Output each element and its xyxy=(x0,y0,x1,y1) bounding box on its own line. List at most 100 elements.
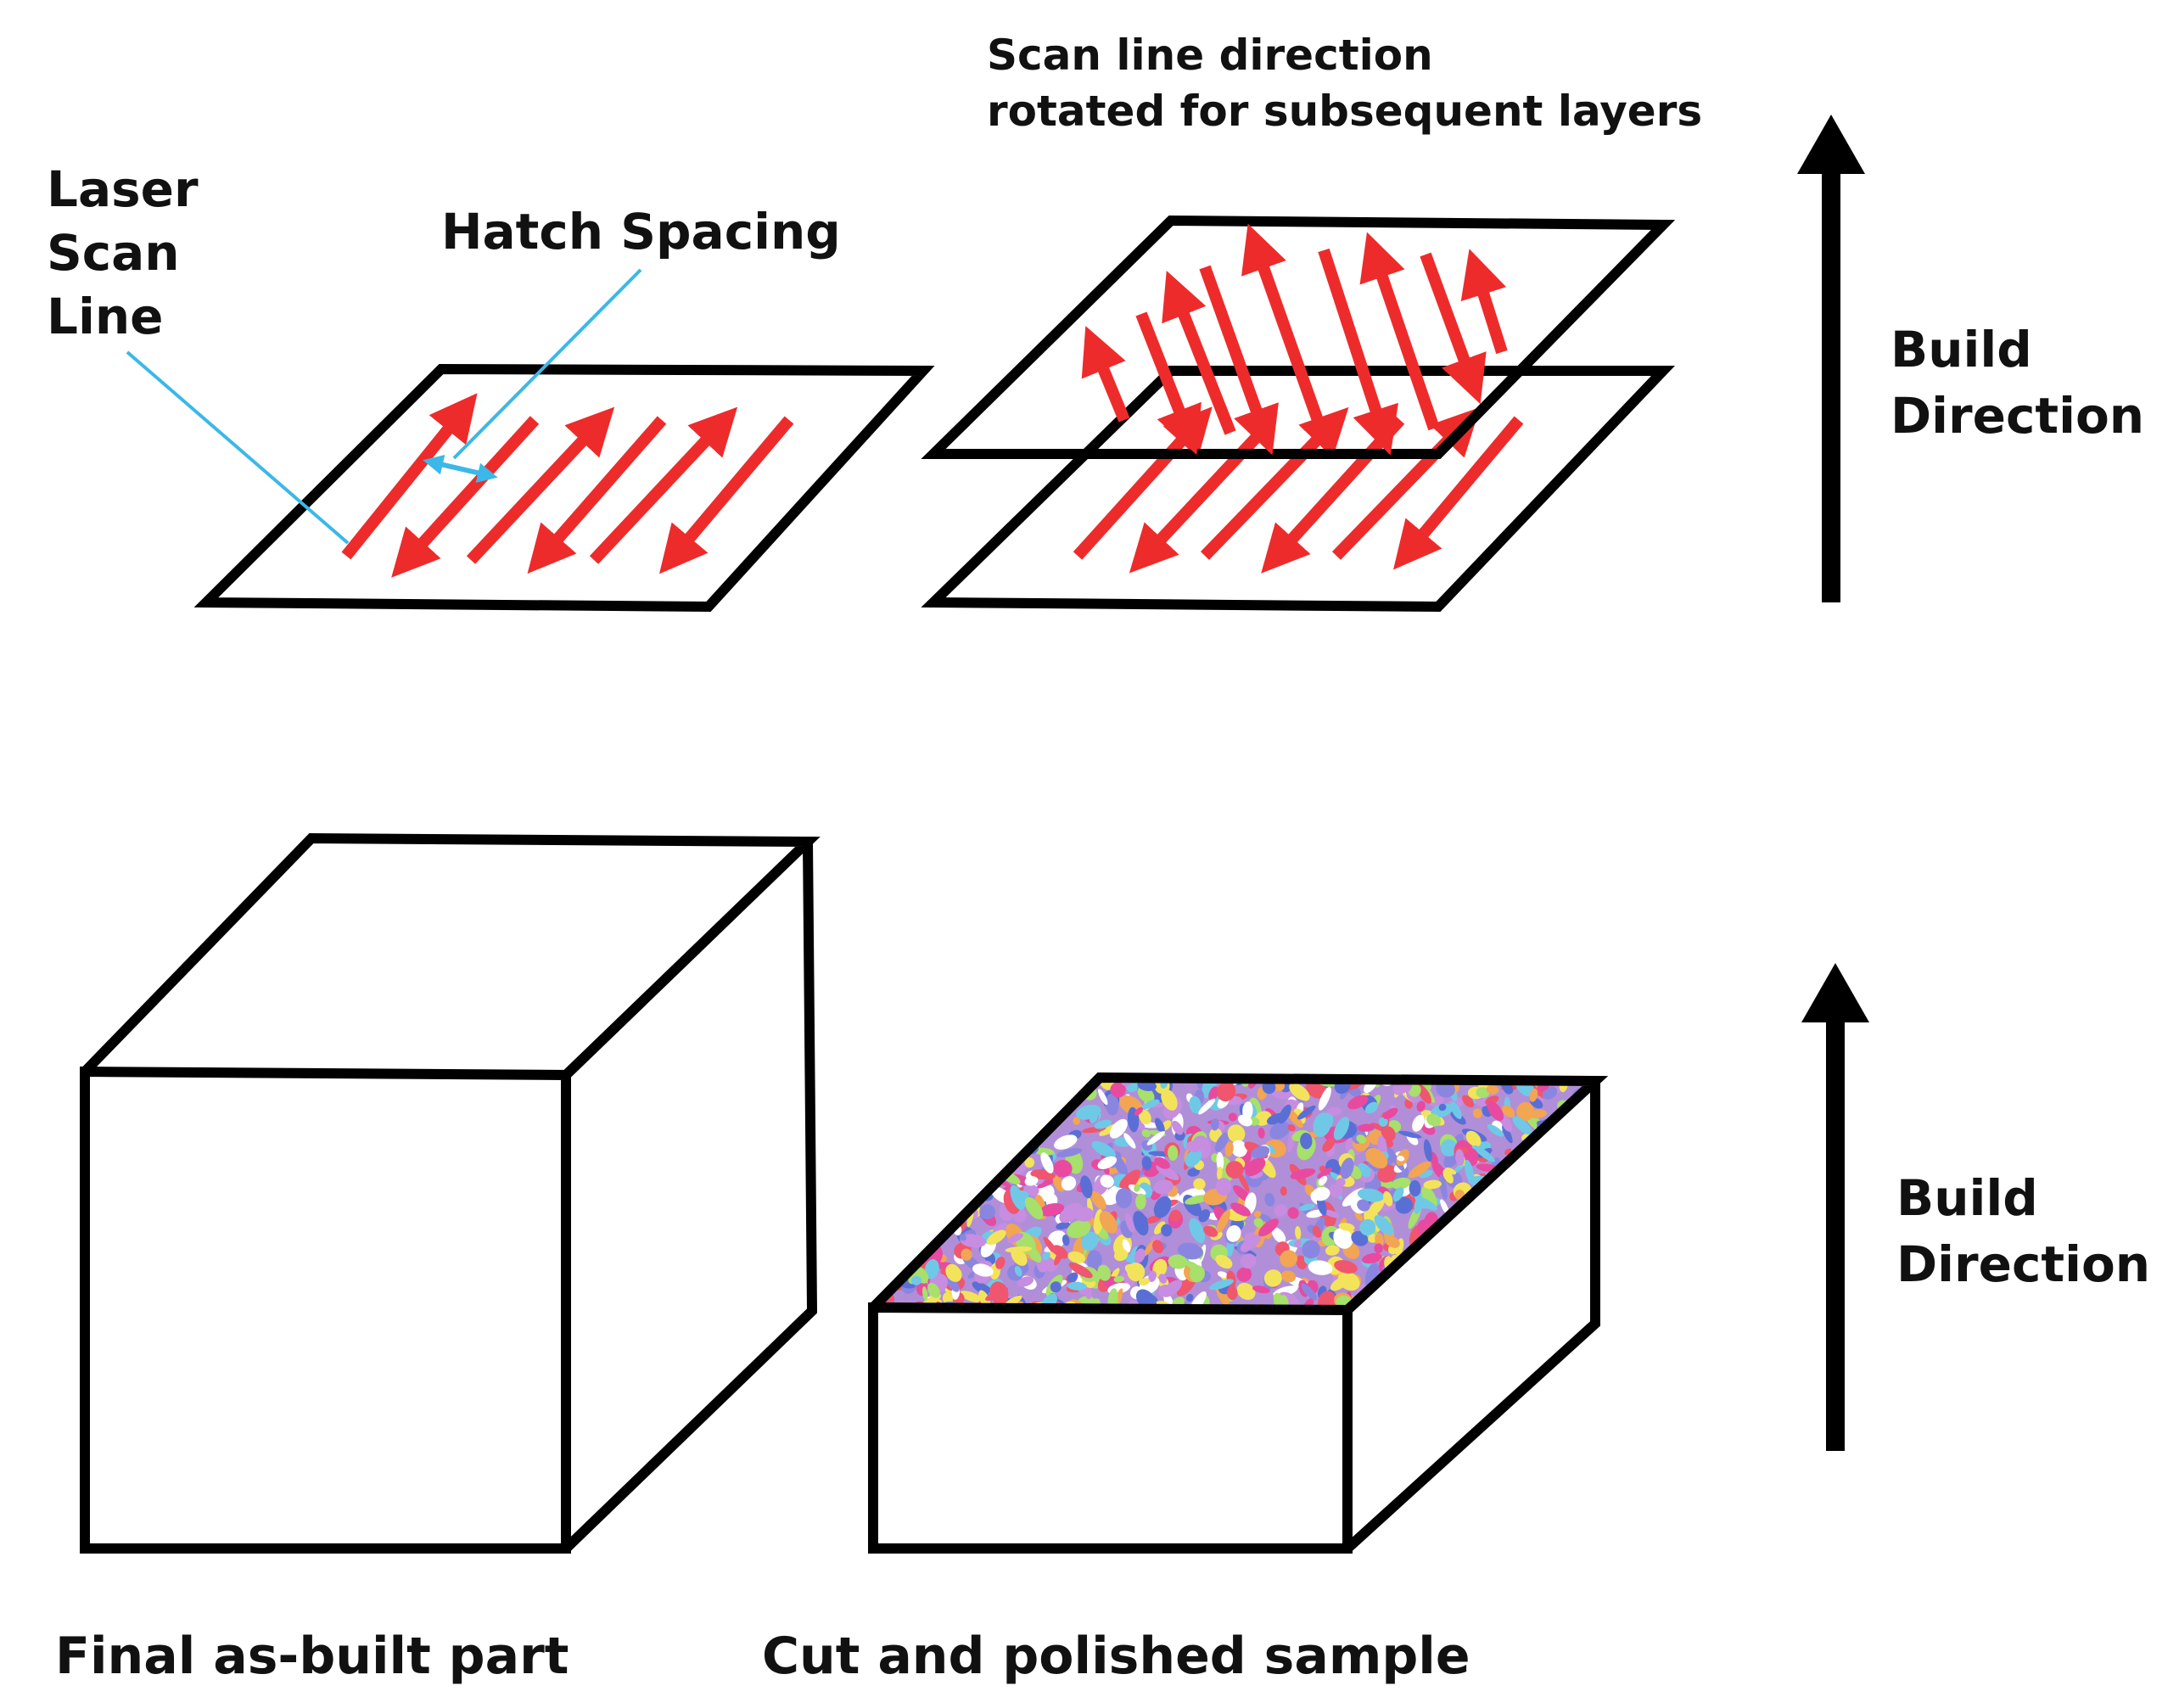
grain xyxy=(1146,1131,1165,1145)
grain xyxy=(910,1158,927,1178)
grain xyxy=(1540,1265,1555,1291)
grain xyxy=(1001,1128,1021,1153)
laser-scan-line-label: Laser Scan Line xyxy=(47,160,216,345)
grain xyxy=(887,1257,899,1269)
grain xyxy=(1560,1171,1572,1193)
grain xyxy=(860,1223,875,1238)
grain xyxy=(1333,1228,1353,1249)
grain xyxy=(1542,1271,1554,1286)
grain xyxy=(1531,1252,1556,1269)
grain xyxy=(1430,1271,1442,1285)
grain xyxy=(1214,1132,1230,1152)
grain xyxy=(1518,1227,1532,1237)
grain xyxy=(873,1227,878,1245)
grain xyxy=(1499,1253,1515,1268)
grain xyxy=(1555,1298,1566,1309)
grain xyxy=(1397,1156,1405,1162)
grain xyxy=(1122,1239,1131,1252)
grain xyxy=(873,1111,889,1125)
grain xyxy=(995,1257,1005,1269)
scan-line xyxy=(1420,252,1487,405)
grain xyxy=(877,1173,890,1186)
grain xyxy=(860,1243,874,1259)
grain xyxy=(890,1246,898,1252)
grain xyxy=(1161,1089,1178,1111)
grain xyxy=(1462,1218,1473,1226)
grain xyxy=(1458,1308,1474,1310)
grain xyxy=(1498,1295,1515,1310)
grain xyxy=(1127,1263,1146,1282)
grain xyxy=(1438,1233,1453,1247)
grain xyxy=(1392,1186,1404,1202)
grain xyxy=(984,1102,1010,1117)
grain xyxy=(1546,1150,1560,1164)
grain xyxy=(1035,1084,1054,1103)
grain xyxy=(1189,1265,1205,1283)
grain xyxy=(963,1140,981,1163)
grain xyxy=(1477,1279,1494,1300)
grain xyxy=(1556,1196,1582,1207)
grain xyxy=(1010,1107,1022,1124)
grain xyxy=(1063,1064,1084,1080)
grain xyxy=(1228,1112,1238,1122)
grain xyxy=(1565,1271,1582,1288)
grain xyxy=(1061,1235,1070,1246)
grain xyxy=(894,1228,918,1248)
grain xyxy=(907,1223,914,1239)
grain xyxy=(1569,1149,1584,1164)
grain xyxy=(1177,1242,1203,1260)
grain xyxy=(1378,1290,1396,1308)
grain xyxy=(900,1158,919,1183)
sample-front-face xyxy=(868,1302,1353,1554)
grain xyxy=(1383,1107,1398,1119)
grain xyxy=(1271,1227,1286,1244)
grain xyxy=(1236,1267,1252,1282)
grain xyxy=(1253,1210,1262,1218)
hatch-spacing-arrow xyxy=(423,455,498,483)
grain xyxy=(1123,1133,1136,1149)
grain xyxy=(887,1256,901,1268)
grain xyxy=(1185,1195,1209,1205)
grain xyxy=(873,1184,886,1191)
grain xyxy=(878,1107,896,1125)
grain xyxy=(1510,1273,1521,1284)
grain xyxy=(1039,1203,1065,1217)
grain xyxy=(892,1111,902,1122)
grain xyxy=(1414,1196,1437,1211)
grain xyxy=(929,1100,953,1123)
grain xyxy=(911,1101,929,1119)
grain xyxy=(1543,1258,1565,1283)
grain xyxy=(991,1084,1006,1100)
grain xyxy=(881,1199,907,1209)
grain xyxy=(959,1291,983,1302)
sample-top-edges xyxy=(869,1072,1609,1314)
grain xyxy=(1510,1285,1530,1304)
grain xyxy=(924,1259,939,1280)
grain xyxy=(1414,1298,1427,1310)
grain xyxy=(983,1078,1001,1086)
grain xyxy=(873,1137,882,1156)
grain xyxy=(1240,1234,1261,1252)
grain xyxy=(1329,1184,1343,1198)
grain xyxy=(1251,1145,1270,1159)
grain xyxy=(1473,1268,1487,1290)
grain xyxy=(1289,1083,1310,1101)
grain xyxy=(1540,1300,1556,1310)
grain xyxy=(979,1149,999,1167)
grain xyxy=(943,1147,951,1153)
grain xyxy=(893,1260,901,1270)
grain xyxy=(950,1123,958,1137)
laser-scan-line-leader xyxy=(126,350,350,545)
grain xyxy=(987,1162,998,1172)
grain xyxy=(873,1095,875,1112)
grain xyxy=(864,1266,872,1280)
grain xyxy=(873,1186,886,1203)
grain xyxy=(1198,1098,1216,1115)
grain xyxy=(1515,1213,1534,1229)
grain xyxy=(1549,1200,1560,1219)
grain xyxy=(1438,1286,1455,1300)
grain xyxy=(1576,1217,1585,1234)
grain xyxy=(893,1151,909,1167)
grain-microstructure xyxy=(860,1064,1595,1310)
scan-line xyxy=(1359,232,1440,431)
